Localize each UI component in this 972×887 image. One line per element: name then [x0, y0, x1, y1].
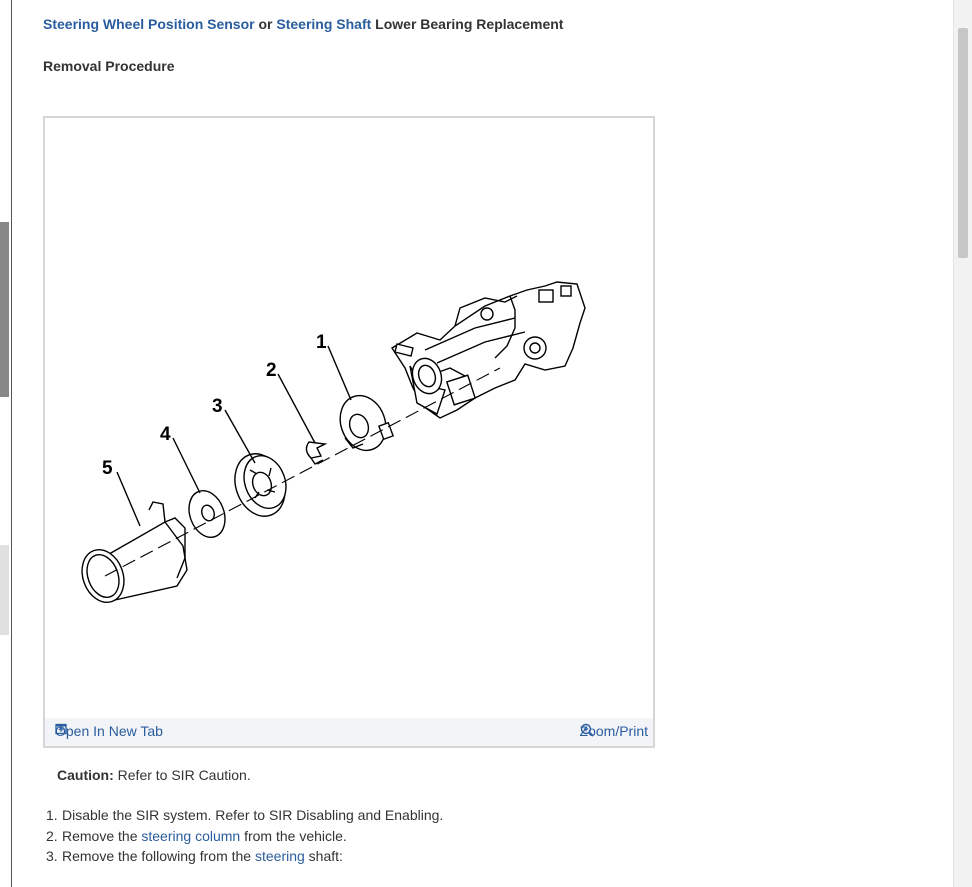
- step-text-suffix: shaft:: [304, 848, 343, 864]
- callout-1: 1: [316, 332, 327, 353]
- figure-footer: Open In New Tab Zoom/Print: [45, 718, 653, 746]
- left-panel-edge: [0, 0, 12, 887]
- step-text-suffix: from the vehicle.: [240, 827, 347, 844]
- step-number: 3.: [46, 848, 58, 864]
- clip-part-2: [305, 441, 328, 459]
- callout-5: 5: [102, 458, 113, 479]
- section-heading: Removal Procedure: [43, 58, 175, 74]
- title-link-steering-wheel-position-sensor[interactable]: Steering Wheel Position Sensor: [43, 16, 255, 32]
- procedure-steps: 1.Disable the SIR system. Refer to SIR D…: [46, 807, 444, 869]
- step-item: 3.Remove the following from the steering…: [46, 848, 443, 869]
- step-text: Remove the following from the: [62, 848, 255, 864]
- left-panel-marker: [0, 222, 9, 397]
- step-item: 2.Remove the steering column from the ve…: [46, 827, 443, 849]
- open-in-new-tab-link[interactable]: Open In New Tab: [55, 723, 163, 739]
- title-link-steering-shaft[interactable]: Steering Shaft: [276, 16, 372, 32]
- zoom-print-label: Zoom/Print: [579, 723, 648, 739]
- step-item: 1.Disable the SIR system. Refer to SIR D…: [46, 807, 444, 828]
- caution-label: Caution:: [57, 767, 114, 783]
- steering-column-link[interactable]: steering column: [141, 827, 241, 844]
- open-in-new-tab-icon: [55, 723, 67, 735]
- steering-link[interactable]: steering: [254, 848, 305, 864]
- scrollbar-thumb[interactable]: [958, 28, 968, 258]
- step-number: 2.: [46, 827, 58, 844]
- left-panel-marker-light: [0, 545, 9, 635]
- caution-text: Refer to SIR Caution.: [117, 767, 251, 783]
- step-number: 1.: [46, 807, 58, 823]
- callout-3: 3: [212, 396, 223, 417]
- vertical-scrollbar[interactable]: [953, 0, 972, 887]
- caution-note: Caution: Refer to SIR Caution.: [57, 767, 251, 783]
- step-text: Disable the SIR system. Refer to SIR Dis…: [62, 807, 444, 823]
- step-text: Remove the: [62, 827, 142, 844]
- open-in-new-tab-label: Open In New Tab: [55, 723, 163, 739]
- page-title: Steering Wheel Position Sensor or Steeri…: [43, 16, 563, 32]
- title-or: or: [258, 16, 273, 32]
- zoom-print-link[interactable]: Zoom/Print: [580, 723, 648, 739]
- callout-4: 4: [160, 424, 171, 445]
- magnifier-plus-icon: [580, 723, 594, 737]
- figure-panel: 1 2 3 4 5 Open In New Tab Zoom/Print: [43, 116, 655, 748]
- exploded-view-illustration: 1 2 3 4 5: [81, 281, 586, 603]
- title-suffix: Lower Bearing Replacement: [375, 16, 564, 32]
- callout-2: 2: [266, 360, 277, 381]
